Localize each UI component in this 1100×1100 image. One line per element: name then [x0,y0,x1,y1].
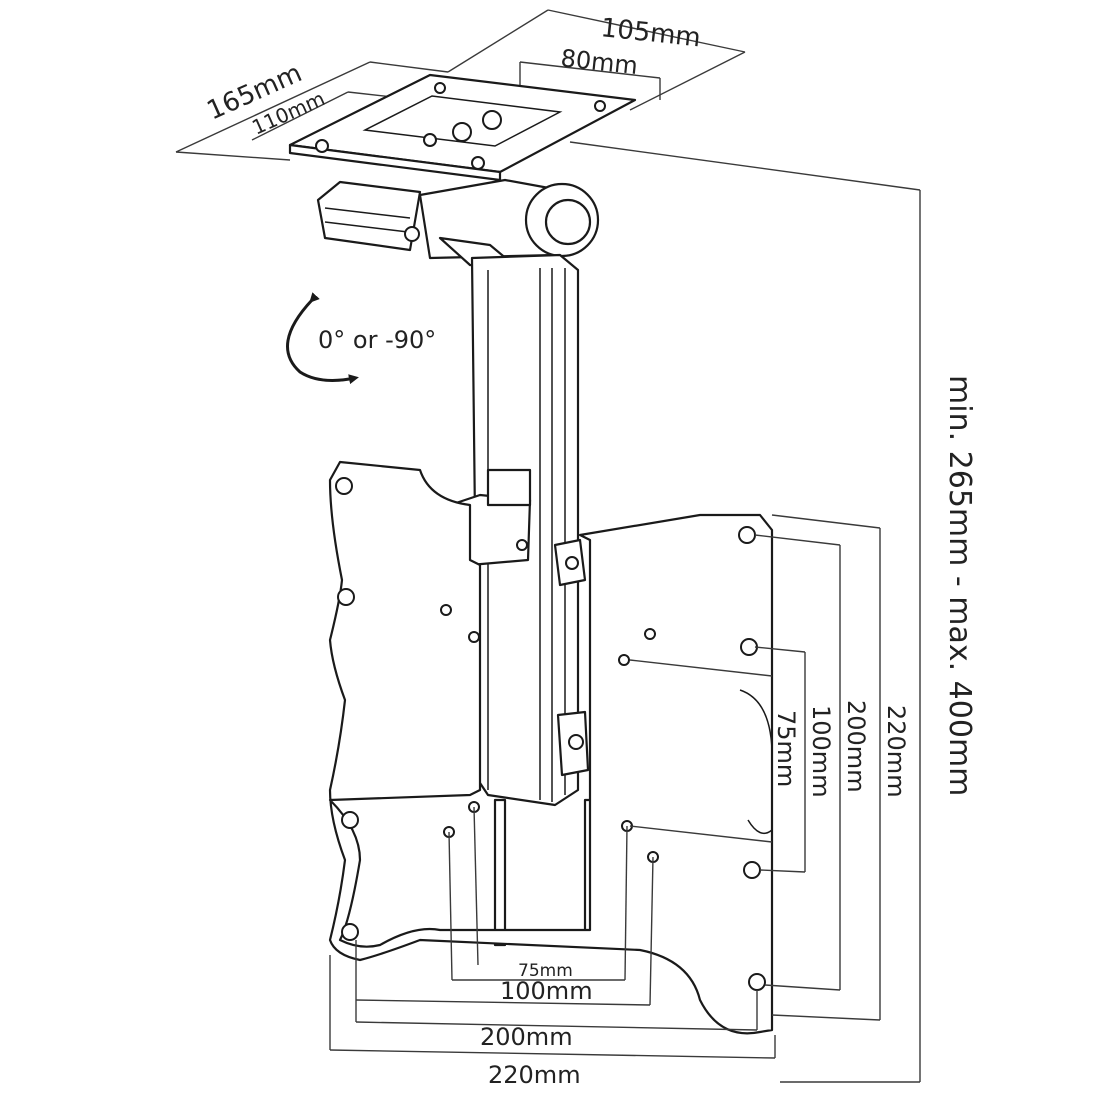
horizontal-dimensions [329,806,776,1059]
telescopic-column [448,253,597,947]
vertical-dimensions [629,514,881,1021]
vesa-vertical-100-label: 100mm [807,705,835,798]
vesa-horizontal-100-label: 100mm [500,977,593,1005]
top-width-outer-label: 105mm [599,13,702,53]
vesa-vertical-220-label: 220mm [882,705,910,798]
top-plate-dimensions [175,9,921,1083]
rotation-label: 0° or -90° [318,326,436,354]
top-width-inner-label: 80mm [559,44,639,80]
vesa-horizontal-75-label: 75mm [518,961,573,981]
vesa-plate [328,460,774,1035]
vesa-vertical-200-label: 200mm [842,700,870,793]
curved-rotation-arrow-icon [286,292,359,385]
vesa-horizontal-220-label: 220mm [488,1061,581,1089]
vesa-horizontal-200-label: 200mm [480,1023,573,1051]
height-range-label: min. 265mm - max. 400mm [942,375,977,796]
vesa-vertical-75-label: 75mm [772,710,800,787]
ceiling-plate [288,73,637,182]
tilt-hinge [316,178,600,272]
